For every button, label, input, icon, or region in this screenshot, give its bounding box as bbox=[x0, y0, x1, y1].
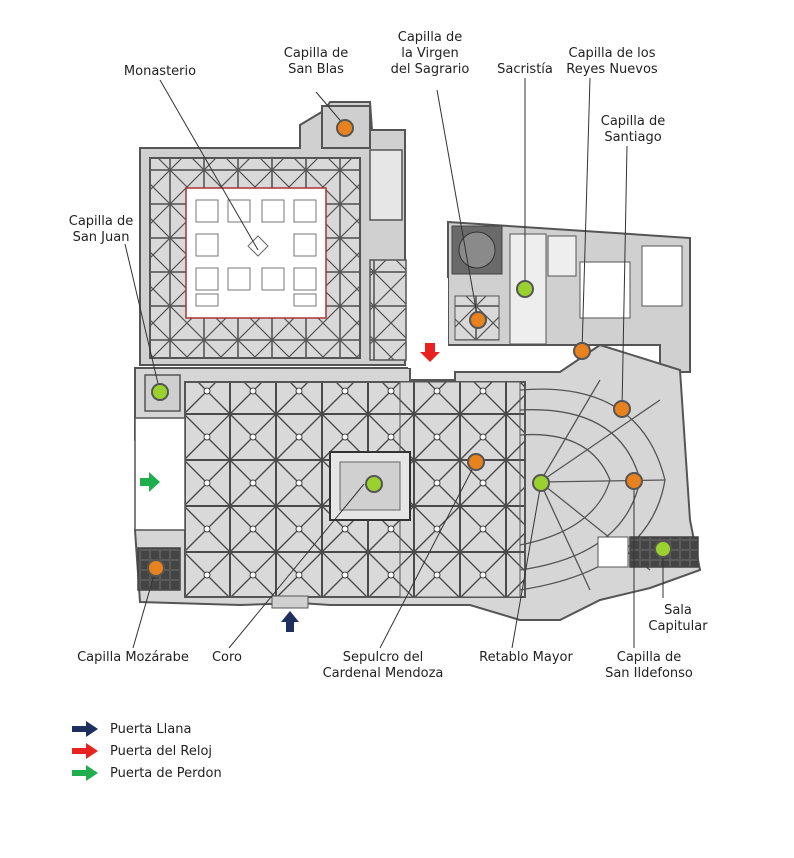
label-virgen-3: del Sagrario bbox=[391, 62, 470, 77]
label-sepulcro-2: Cardenal Mendoza bbox=[323, 666, 444, 681]
label-retablo: Retablo Mayor bbox=[479, 650, 573, 665]
arrow-right-icon bbox=[72, 721, 98, 737]
legend: Puerta Llana Puerta del Reloj Puerta de … bbox=[72, 718, 222, 784]
marker-santiago bbox=[613, 400, 631, 418]
label-ildefonso-2: San Ildefonso bbox=[605, 666, 693, 681]
arrow-puerta-llana-icon bbox=[281, 611, 299, 632]
label-mozarabe: Capilla Mozárabe bbox=[77, 650, 189, 665]
label-reyes-1: Capilla de los bbox=[569, 46, 656, 61]
marker-san-ildefonso bbox=[625, 472, 643, 490]
label-coro: Coro bbox=[212, 650, 242, 665]
arrow-right-icon bbox=[72, 765, 98, 781]
arrow-puerta-reloj-icon bbox=[420, 343, 440, 362]
legend-label: Puerta de Perdon bbox=[110, 765, 222, 781]
building-plan bbox=[133, 101, 702, 621]
label-santiago-1: Capilla de bbox=[601, 114, 665, 129]
chapel-markers bbox=[147, 119, 672, 577]
arrow-puerta-perdon-icon bbox=[140, 472, 160, 492]
label-virgen-2: la Virgen bbox=[401, 46, 459, 61]
label-sala-1: Sala bbox=[664, 603, 692, 618]
leader-lines bbox=[124, 77, 664, 649]
label-san-juan-2: San Juan bbox=[73, 230, 130, 245]
labels: Monasterio Capilla de San Blas Capilla d… bbox=[69, 30, 708, 681]
label-reyes-2: Reyes Nuevos bbox=[566, 62, 658, 77]
label-santiago-2: Santiago bbox=[604, 130, 661, 145]
marker-retablo bbox=[532, 474, 550, 492]
marker-reyes-nuevos bbox=[573, 342, 591, 360]
label-virgen-1: Capilla de bbox=[398, 30, 462, 45]
marker-sala-capitular bbox=[654, 540, 672, 558]
legend-label: Puerta Llana bbox=[110, 721, 192, 737]
label-san-blas-2: San Blas bbox=[288, 62, 344, 77]
marker-san-blas bbox=[336, 119, 354, 137]
marker-mozarabe bbox=[147, 559, 165, 577]
marker-sepulcro bbox=[467, 453, 485, 471]
marker-coro bbox=[365, 475, 383, 493]
label-san-juan-1: Capilla de bbox=[69, 214, 133, 229]
label-san-blas-1: Capilla de bbox=[284, 46, 348, 61]
arrow-right-icon bbox=[72, 743, 98, 759]
door-arrows bbox=[140, 343, 440, 632]
label-ildefonso-1: Capilla de bbox=[617, 650, 681, 665]
label-monasterio: Monasterio bbox=[124, 64, 196, 79]
marker-san-juan bbox=[151, 383, 169, 401]
legend-item-puerta-perdon: Puerta de Perdon bbox=[72, 762, 222, 784]
legend-label: Puerta del Reloj bbox=[110, 743, 213, 759]
marker-sacristia bbox=[516, 280, 534, 298]
legend-item-puerta-llana: Puerta Llana bbox=[72, 718, 222, 740]
legend-item-puerta-reloj: Puerta del Reloj bbox=[72, 740, 222, 762]
label-sacristia: Sacristía bbox=[497, 62, 553, 77]
label-sala-2: Capitular bbox=[648, 619, 708, 634]
marker-virgen-sagrario bbox=[469, 311, 487, 329]
label-sepulcro-1: Sepulcro del bbox=[343, 650, 424, 665]
